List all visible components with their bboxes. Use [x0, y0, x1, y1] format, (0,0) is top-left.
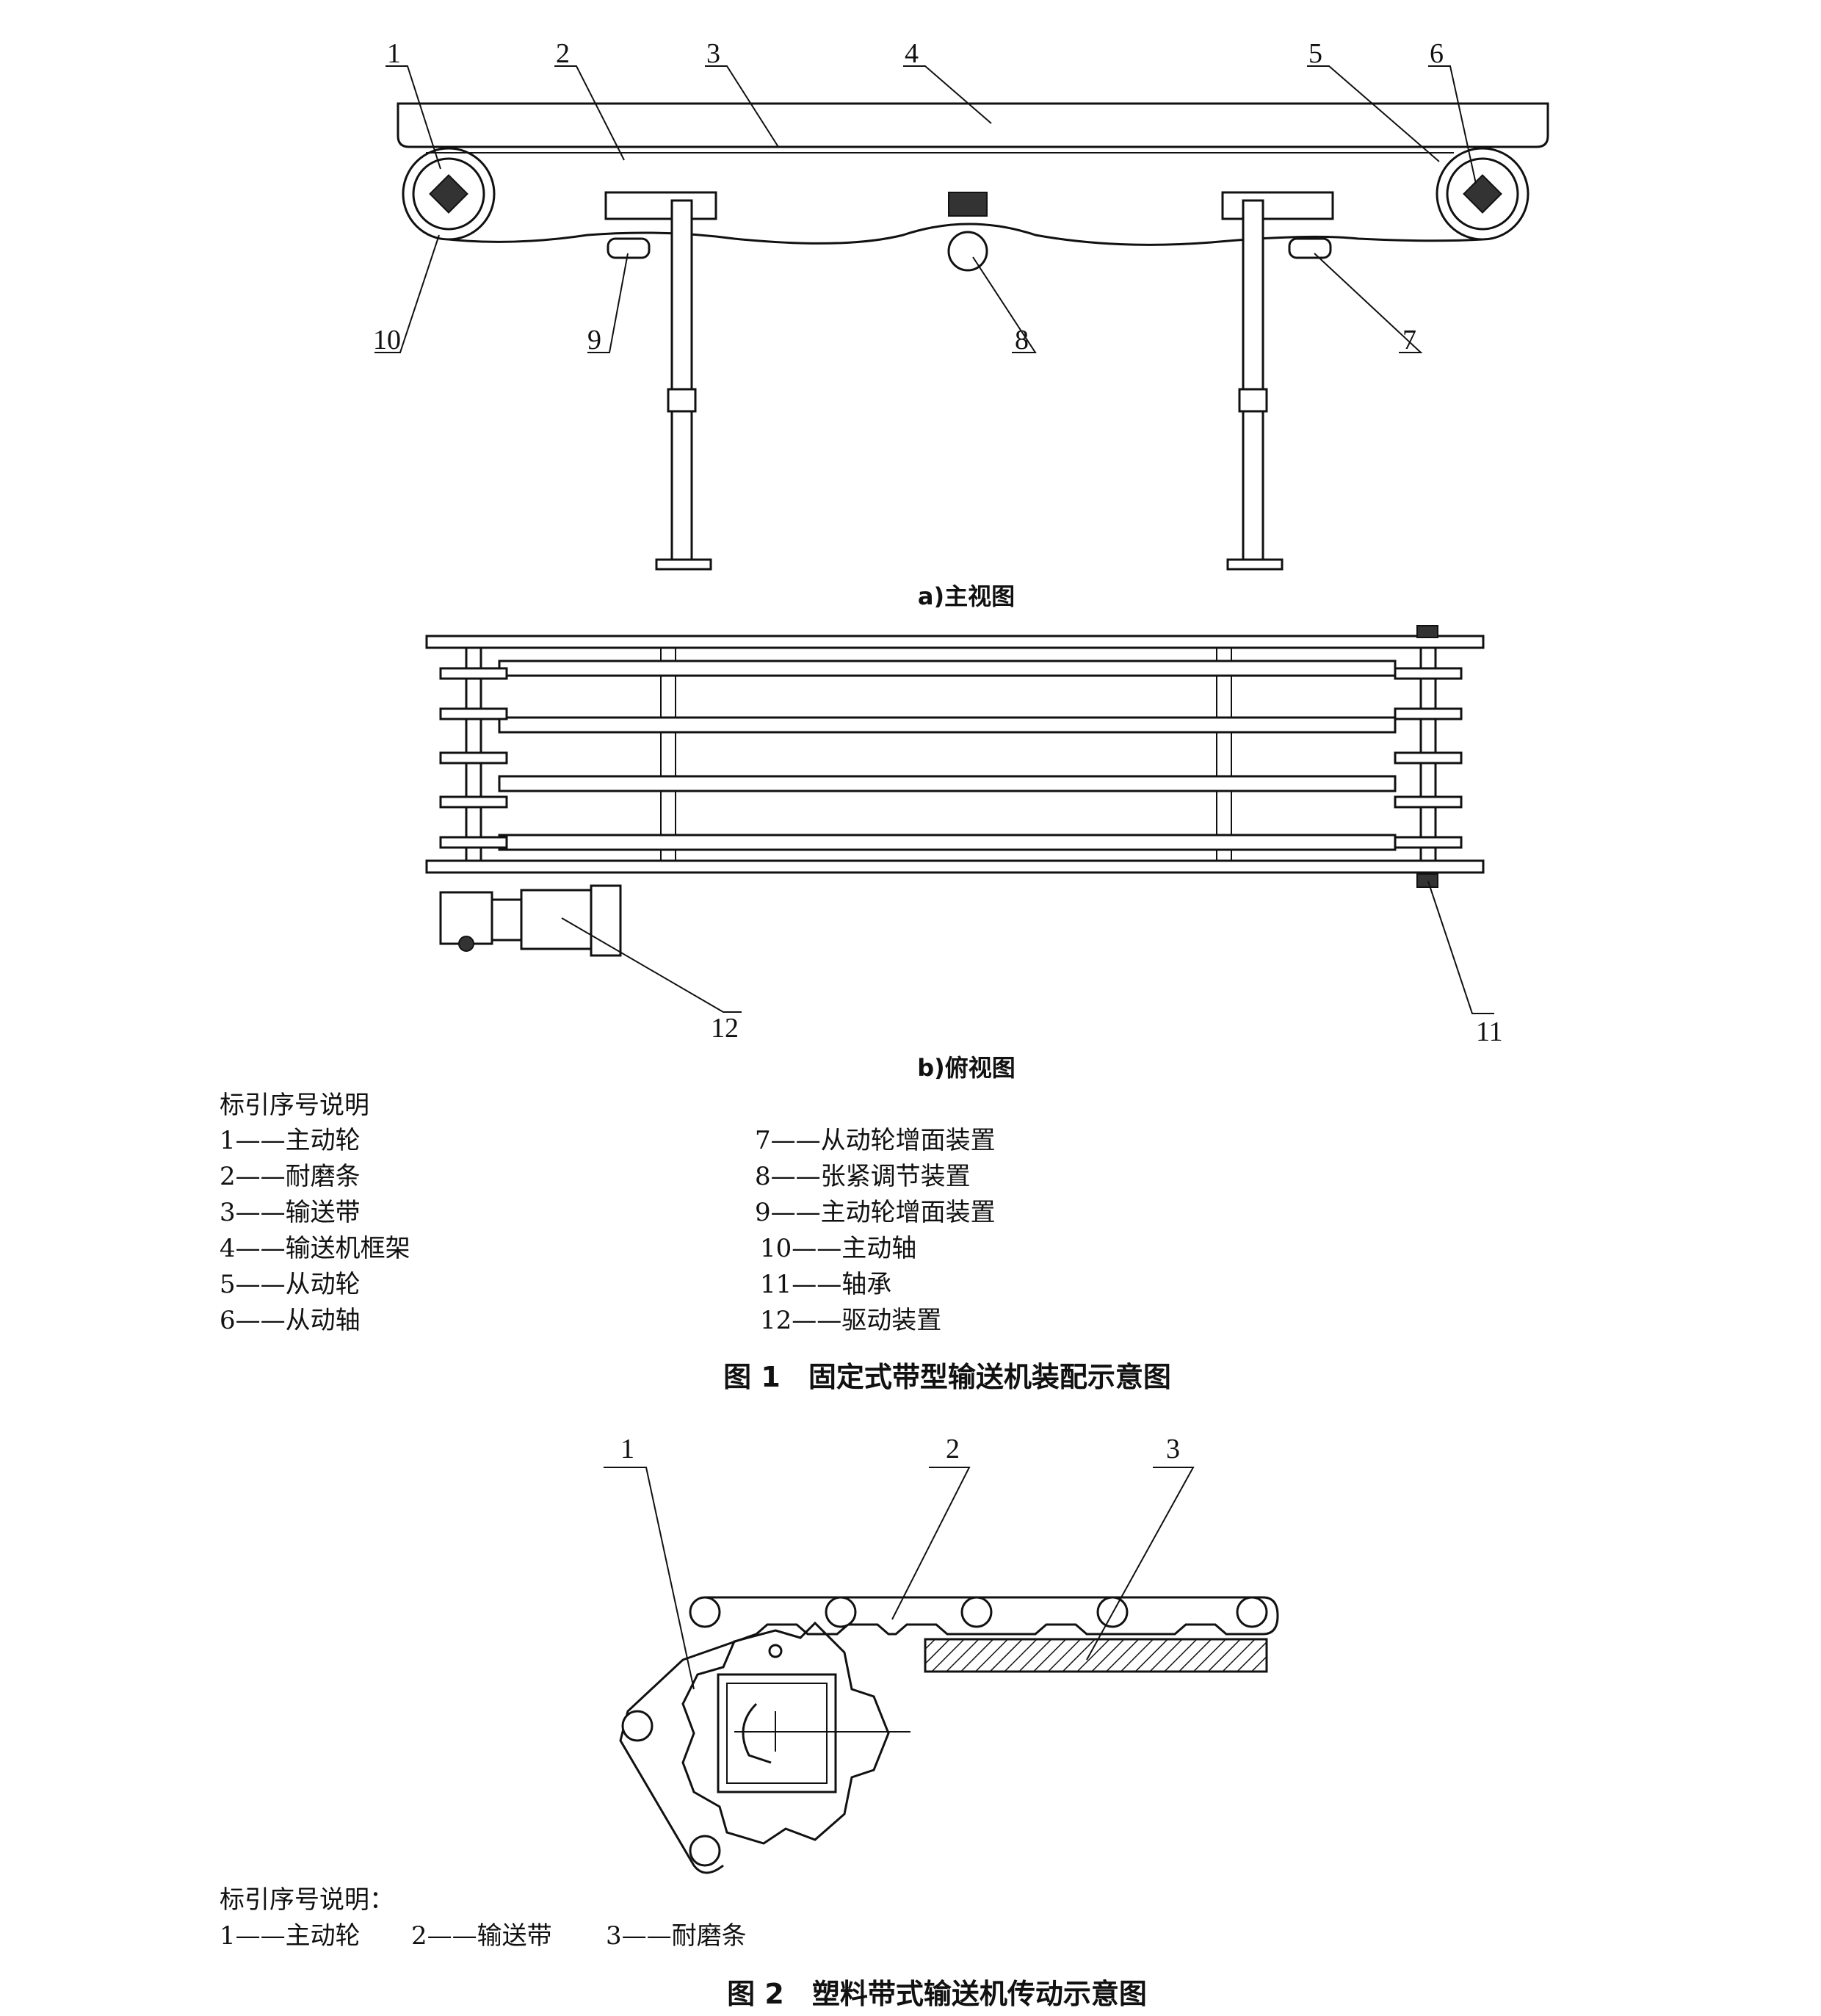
leg-left	[670, 199, 693, 564]
legend-item: 9——主动轮增面装置	[755, 1198, 996, 1227]
view-b-caption: b)俯视图	[917, 1054, 1016, 1082]
legend-item: 6——从动轴	[220, 1306, 361, 1335]
side-rail-bottom	[425, 859, 1485, 874]
drive-shaft	[429, 174, 468, 214]
legend-item: 11——轴承	[760, 1270, 891, 1299]
driven-sprocket	[1436, 147, 1529, 241]
legend-item: 12——驱动装置	[760, 1306, 941, 1335]
callout-8: 8	[1015, 325, 1029, 355]
legend-item: 4——输送机框架	[220, 1234, 410, 1263]
figure1-caption: 图 1 固定式带型输送机装配示意图	[723, 1361, 1171, 1393]
driven-shaft	[1463, 174, 1502, 214]
legend-item: 2——输送带	[411, 1921, 552, 1951]
bearing	[1416, 873, 1438, 888]
callout-5: 5	[1308, 38, 1322, 69]
leader-lines	[374, 65, 1477, 353]
driven-wheel-extender	[1288, 237, 1332, 259]
figure2-caption: 图 2 塑料带式输送机传动示意图	[727, 1978, 1147, 2010]
foot-left	[655, 558, 712, 571]
callout-1: 1	[387, 38, 401, 69]
legend-item: 5——从动轮	[220, 1270, 361, 1299]
figure2-drawing: 1 2 3	[604, 1434, 1279, 1874]
drive-wheel-fig2	[681, 1621, 890, 1845]
slat	[498, 775, 1397, 792]
legend-item: 10——主动轴	[760, 1234, 916, 1263]
callout-3: 3	[706, 38, 720, 69]
foot-right	[1226, 558, 1284, 571]
callout-10: 10	[373, 325, 401, 355]
legend-item: 8——张紧调节装置	[755, 1162, 971, 1191]
legend-item: 3——输送带	[220, 1198, 361, 1227]
slat	[498, 716, 1397, 734]
bearing-block-right	[1221, 191, 1334, 220]
front-view: 1 2 3 4 5 6 7 8 9 10 a)主视图	[373, 38, 1549, 610]
drive-unit	[439, 884, 622, 957]
legend-item: 1——主动轮	[220, 1126, 361, 1155]
bearing-block-left	[604, 191, 717, 220]
slat	[498, 834, 1397, 851]
return-belt	[448, 223, 1483, 246]
conveyor-belt-fig2	[619, 1596, 1279, 1874]
legend-item: 2——耐磨条	[220, 1162, 361, 1191]
conveyor-frame	[397, 102, 1549, 148]
top-view: 12 11 b)俯视图	[425, 625, 1503, 1082]
tension-block	[948, 192, 988, 217]
legend-item: 1——主动轮	[220, 1921, 361, 1951]
callout-9: 9	[587, 325, 601, 355]
fig2-callout-2: 2	[946, 1434, 960, 1464]
leg-right	[1242, 199, 1264, 564]
fig2-callout-1: 1	[620, 1434, 634, 1464]
square-shaft-bore	[717, 1673, 837, 1793]
drive-sprocket	[402, 147, 496, 241]
legend-title: 标引序号说明：	[220, 1885, 394, 1915]
callout-6: 6	[1430, 38, 1444, 69]
callout-4: 4	[905, 38, 919, 69]
view-a-caption: a)主视图	[918, 582, 1015, 610]
fig2-callout-3: 3	[1166, 1434, 1180, 1464]
slat	[498, 660, 1397, 677]
side-rail-top	[425, 635, 1485, 649]
legend-item: 3——耐磨条	[606, 1921, 747, 1951]
callout-7: 7	[1402, 325, 1416, 355]
figure2-legend: 标引序号说明： 1——主动轮 2——输送带 3——耐磨条 图 2 塑料带式输送机…	[220, 1885, 1147, 2010]
callout-12: 12	[711, 1013, 739, 1044]
drive-wheel-extender	[607, 237, 651, 259]
figure1-legend: 标引序号说明 1——主动轮 2——耐磨条 3——输送带 4——输送机框架 5——…	[220, 1091, 1171, 1393]
legend-title: 标引序号说明	[220, 1091, 369, 1120]
callout-2: 2	[556, 38, 570, 69]
callout-11: 11	[1476, 1016, 1503, 1047]
tension-roller	[947, 231, 988, 272]
wear-strip-fig2	[924, 1638, 1268, 1673]
legend-item: 7——从动轮增面装置	[755, 1126, 996, 1155]
